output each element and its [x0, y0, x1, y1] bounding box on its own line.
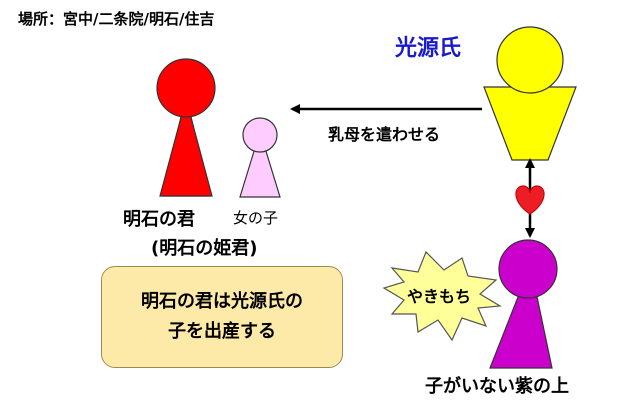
akashi-head	[156, 58, 216, 118]
genji-head	[496, 26, 564, 94]
murasaki-body	[489, 291, 553, 369]
note-line-2: 子を出産する	[168, 321, 276, 342]
jealousy-burst-icon	[382, 250, 502, 342]
murasaki-name: 子がいない紫の上	[425, 376, 569, 397]
genji-figure	[483, 26, 577, 161]
birth-note-box: 明石の君は光源氏の 子を出産する	[101, 266, 343, 368]
akashi-figure	[156, 58, 216, 197]
send-nurse-label: 乳母を遣わせる	[328, 125, 441, 144]
akashi-name: 明石の君	[123, 209, 195, 230]
murasaki-figure	[489, 239, 558, 369]
girl-head	[242, 117, 278, 153]
girl-formal-name: (明石の姫君)	[151, 238, 258, 259]
girl-name: 女の子	[233, 209, 279, 227]
note-line-1: 明石の君は光源氏の	[141, 291, 303, 312]
jealousy-label: やきもち	[407, 287, 472, 306]
girl-body	[239, 147, 281, 198]
murasaki-head	[498, 239, 558, 299]
genji-name: 光源氏	[395, 36, 462, 61]
heart-icon	[515, 185, 545, 215]
location-text: 場所：宮中/二条院/明石/住吉	[18, 10, 215, 28]
genji-body	[483, 86, 577, 161]
girl-figure	[239, 117, 281, 198]
